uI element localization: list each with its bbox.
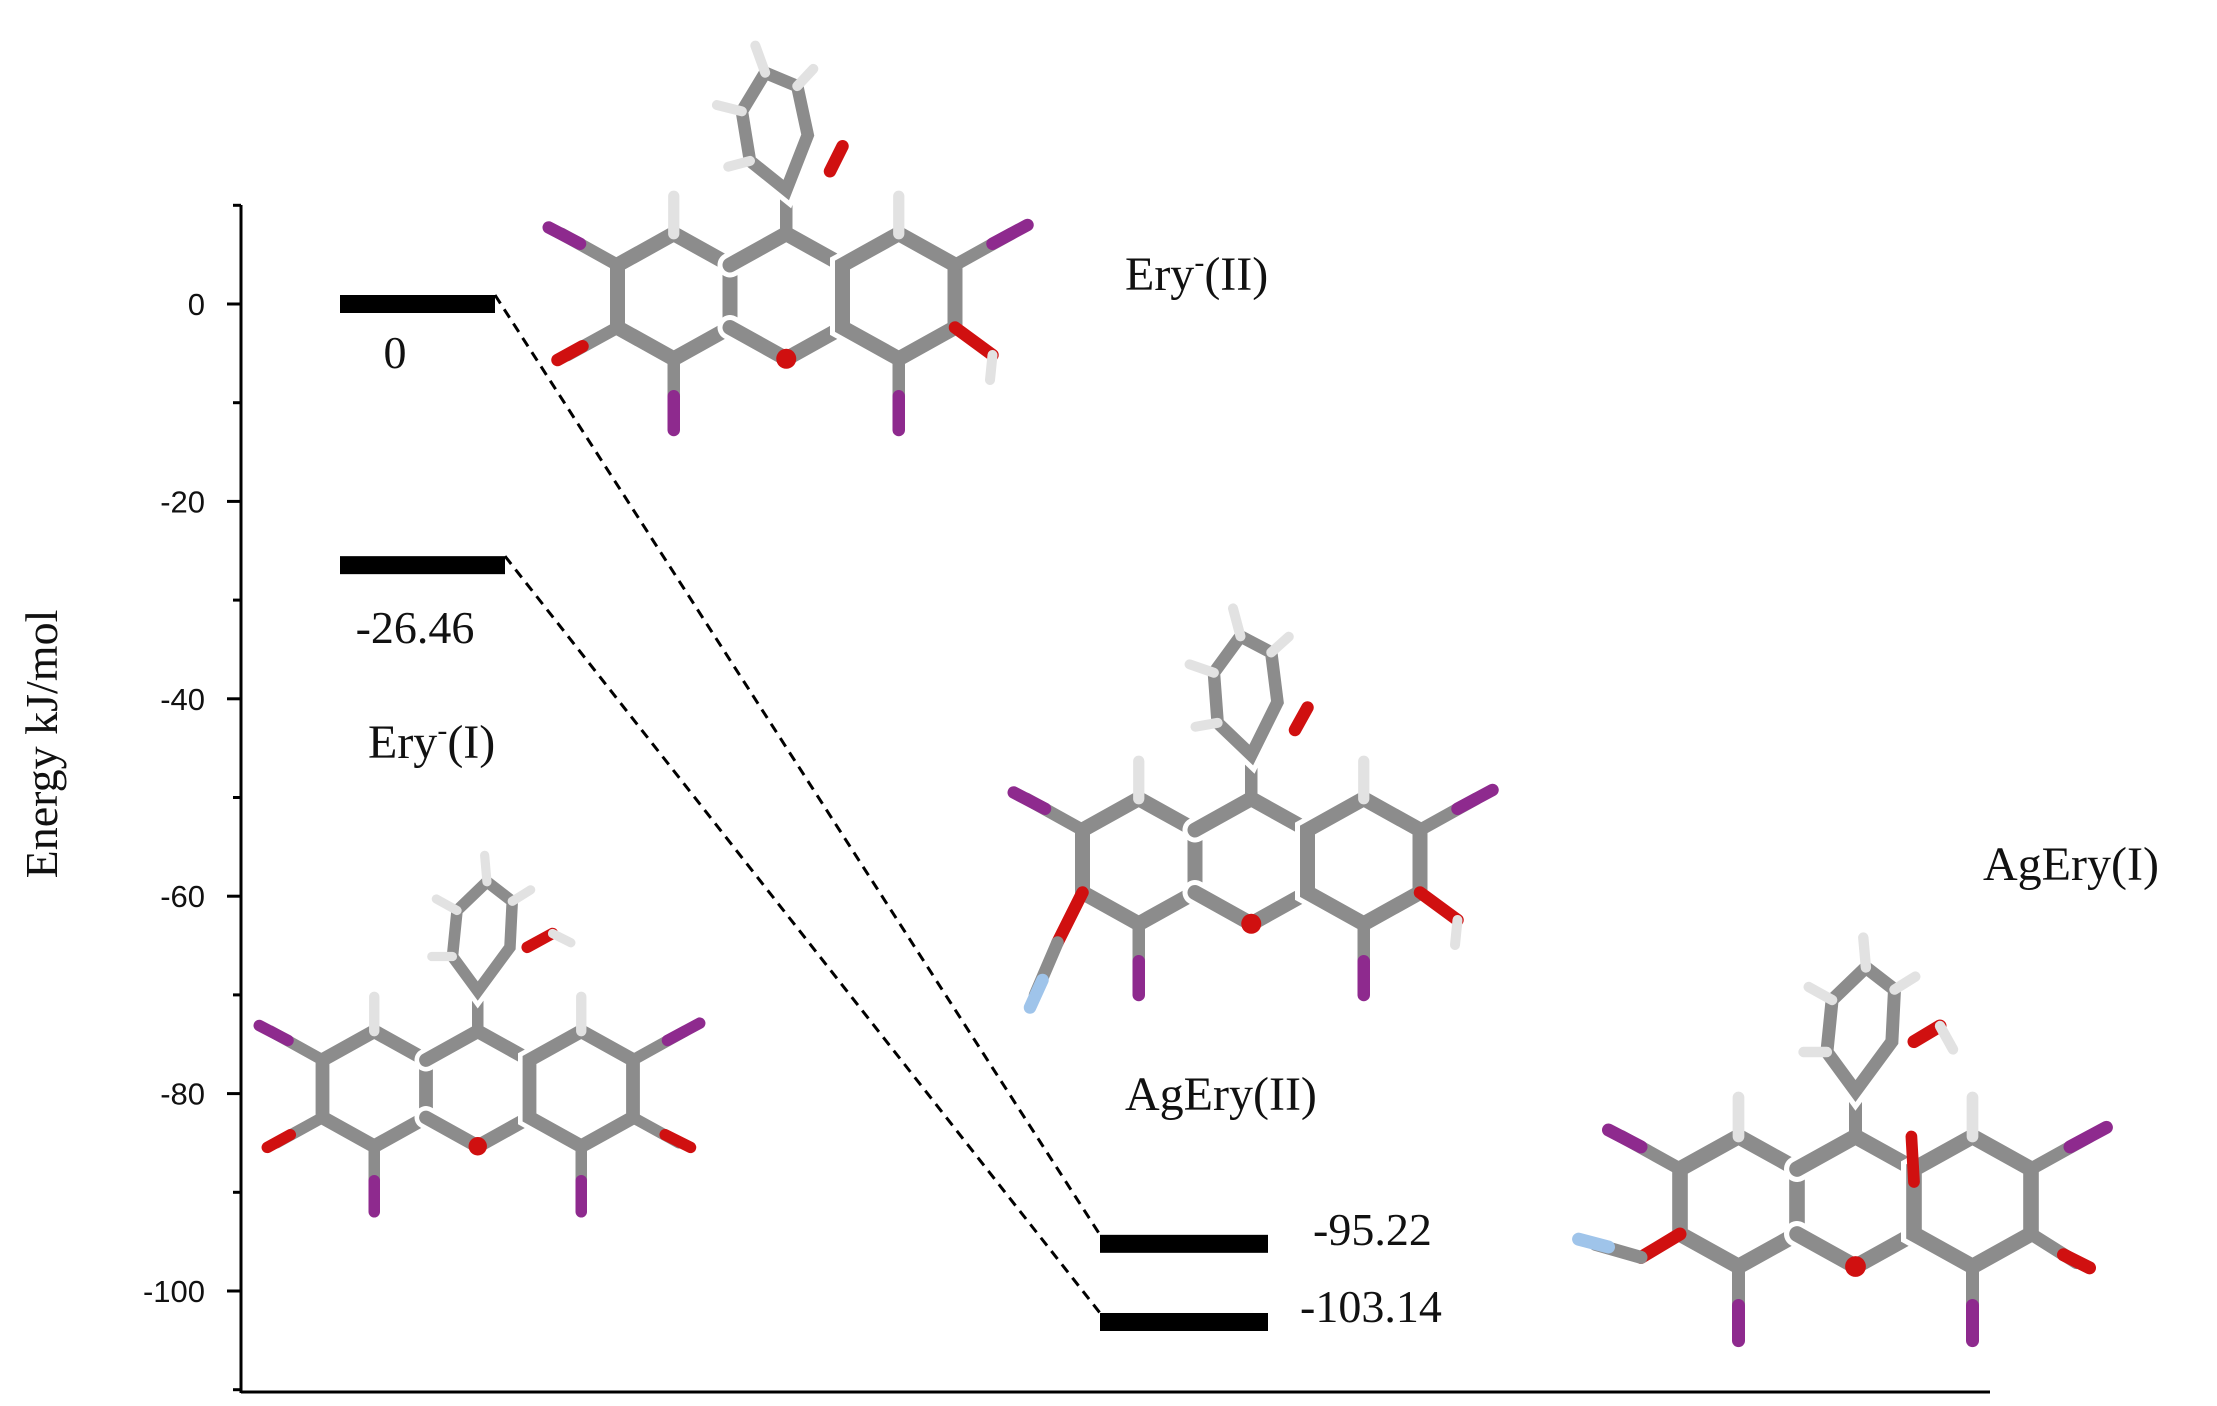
ery-II-structure <box>549 33 1028 430</box>
energy-level-ag2 <box>1100 1234 1268 1253</box>
agery-I-structure <box>1572 938 2107 1341</box>
y-tick-label: 0 <box>188 287 205 322</box>
species-label-ery2: Ery-(II) <box>1125 246 1268 301</box>
energy-levels <box>340 295 1268 1331</box>
y-axis: 0 -20 -40 -60 -80 -100 <box>143 203 1990 1394</box>
level-value-label-ery1: -26.46 <box>356 602 475 653</box>
level-value-label-ag1: -103.14 <box>1300 1281 1442 1332</box>
energy-level-ery2 <box>340 295 495 313</box>
species-label-ag1: AgEry(I) <box>1983 838 2159 891</box>
y-tick-label: -80 <box>160 1077 205 1112</box>
y-tick-label: -100 <box>143 1274 205 1309</box>
species-label-ag2: AgEry(II) <box>1125 1068 1317 1121</box>
ery-I-structure <box>259 855 699 1212</box>
energy-level-ery1 <box>340 556 505 575</box>
level-connectors <box>493 294 1102 1314</box>
y-tick-label: -20 <box>160 484 205 519</box>
species-label-ery1: Ery-(I) <box>368 714 495 769</box>
level-value-label-ag2: -95.22 <box>1313 1204 1432 1255</box>
agery-II-structure <box>1014 600 1493 1014</box>
level-value-label-ery2: 0 <box>384 327 407 378</box>
y-tick-label: -40 <box>160 682 205 717</box>
connector-ery2-ag2 <box>493 294 1102 1236</box>
energy-level-ag1 <box>1100 1312 1268 1331</box>
connector-ery1-ag1 <box>503 555 1102 1314</box>
y-tick-label: -60 <box>160 879 205 914</box>
y-axis-label: Energy kJ/mol <box>16 610 67 879</box>
